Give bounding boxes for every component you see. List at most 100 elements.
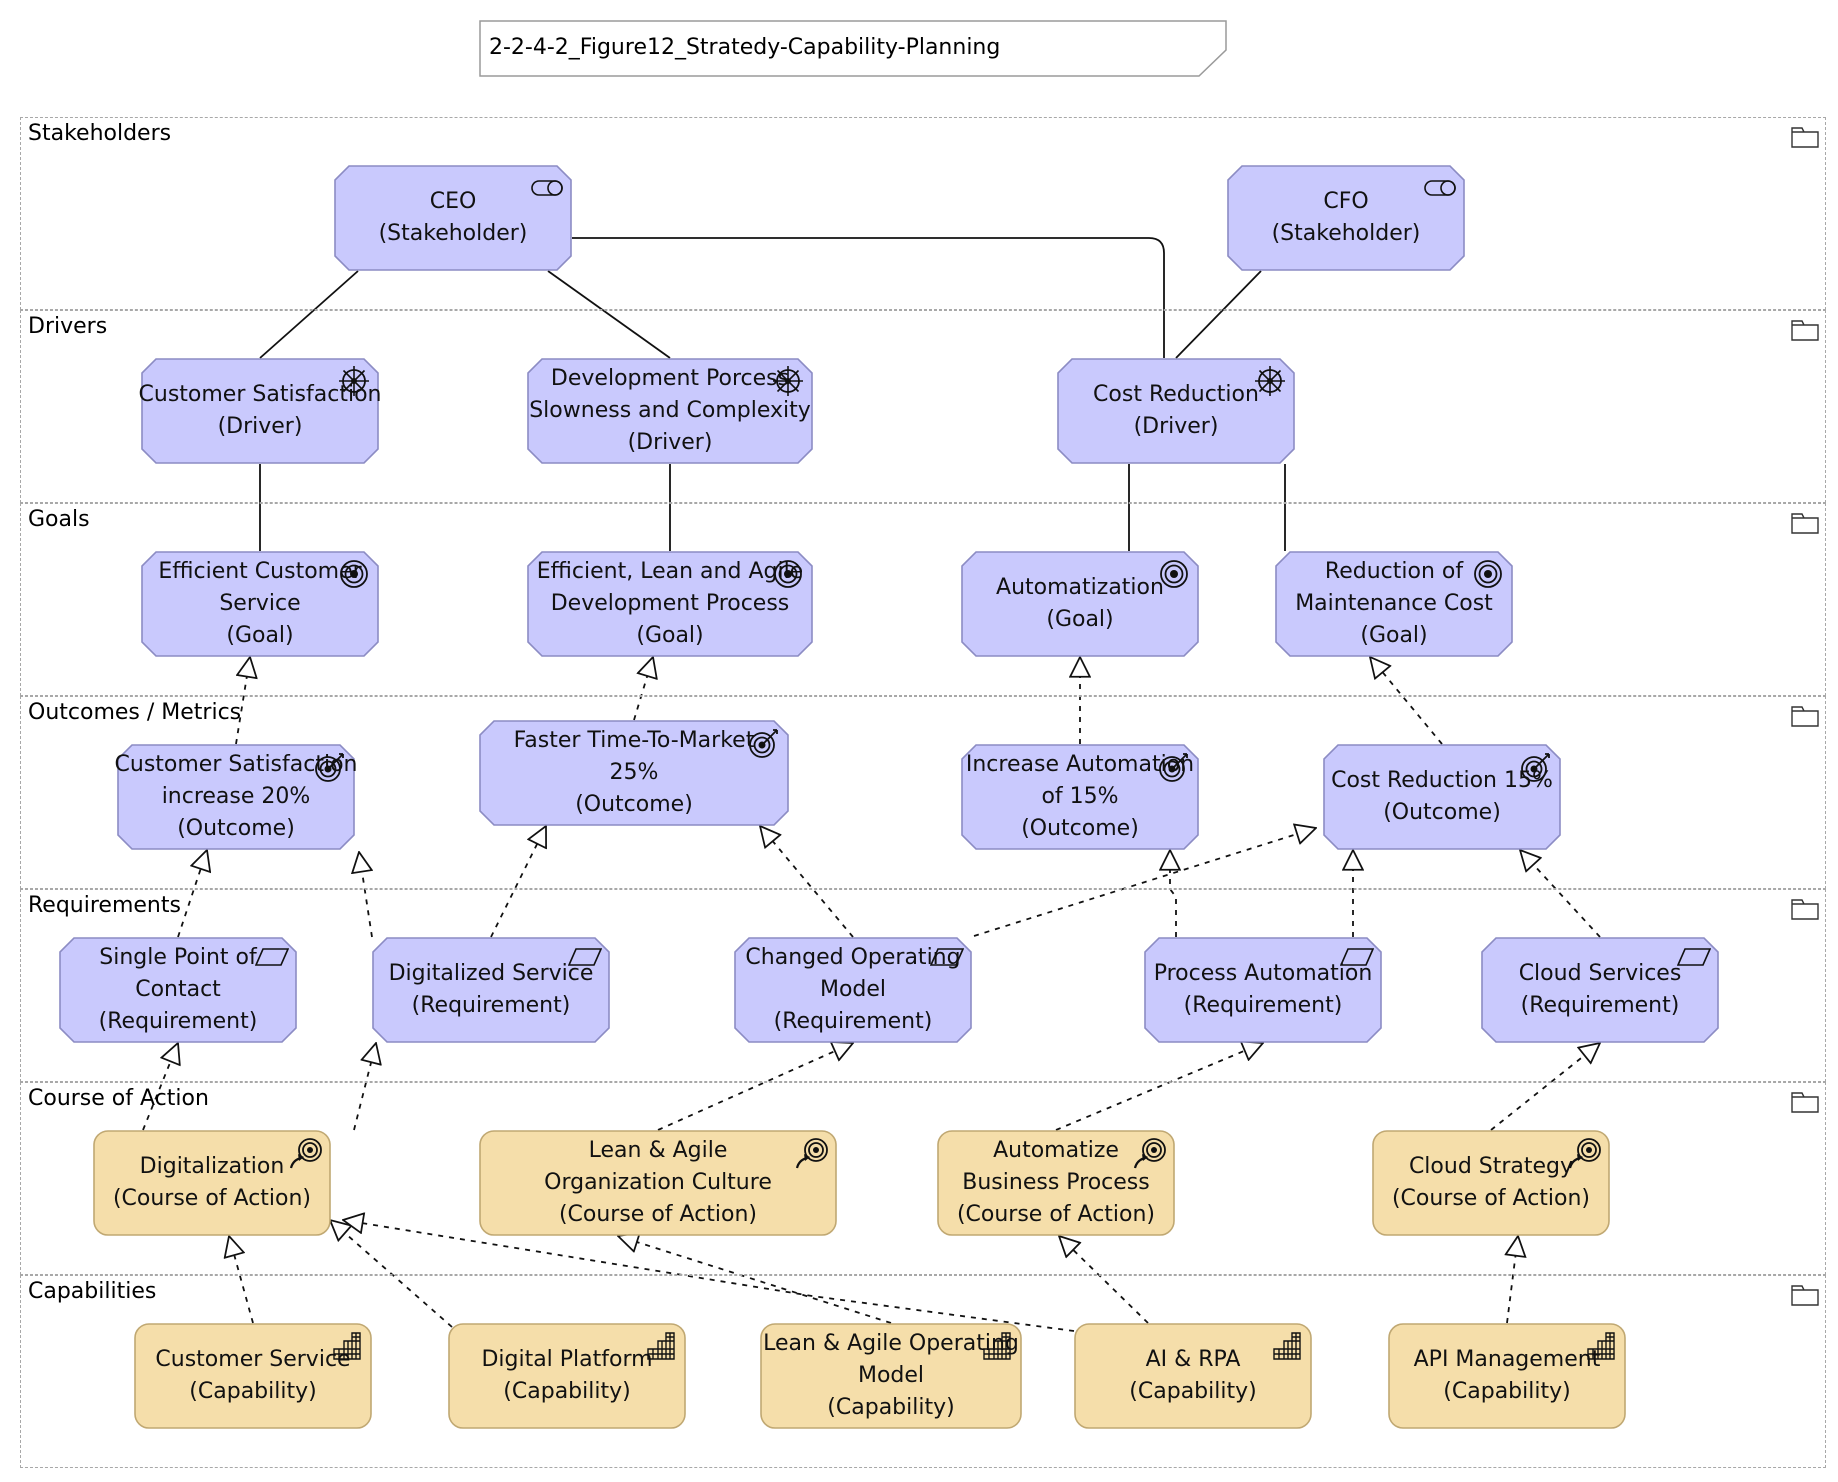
element-cap-api[interactable]: API Management(Capability) bbox=[1388, 1323, 1626, 1429]
element-shape bbox=[479, 720, 789, 826]
association-connector[interactable] bbox=[572, 237, 1165, 358]
course-of-action-icon bbox=[1568, 1138, 1601, 1169]
realization-connector[interactable] bbox=[1170, 850, 1176, 937]
goal-icon bbox=[774, 560, 802, 588]
element-req-cloud[interactable]: Cloud Services(Requirement) bbox=[1481, 937, 1719, 1043]
element-label-line: Lean & Agile bbox=[588, 1138, 728, 1163]
lane-goals[interactable]: Goals bbox=[20, 503, 1826, 696]
realization-connector[interactable] bbox=[760, 826, 854, 938]
element-label-line: Customer Service bbox=[155, 1347, 351, 1372]
element-label-line: Single Point of bbox=[99, 945, 257, 970]
element-shape bbox=[1144, 937, 1382, 1043]
course-of-action-icon bbox=[289, 1138, 322, 1169]
element-out-cost[interactable]: Cost Reduction 15%(Outcome) bbox=[1323, 744, 1561, 850]
element-coa-cloud[interactable]: Cloud Strategy(Course of Action) bbox=[1372, 1130, 1610, 1236]
element-label-line: (Goal) bbox=[1360, 623, 1428, 648]
element-label: Cloud Services(Requirement) bbox=[1485, 937, 1715, 1043]
capability-icon bbox=[647, 1332, 675, 1360]
outcome-icon bbox=[315, 753, 344, 782]
realization-connector[interactable] bbox=[1507, 1236, 1518, 1324]
realization-connector[interactable] bbox=[353, 1043, 376, 1131]
stakeholder-icon bbox=[531, 180, 563, 196]
outcome-icon bbox=[1159, 753, 1188, 782]
stakeholder-icon bbox=[1424, 180, 1456, 196]
element-label-line: Changed Operating bbox=[745, 945, 961, 970]
element-label-line: CEO bbox=[429, 189, 477, 214]
association-connector[interactable] bbox=[1175, 270, 1262, 359]
element-label-line: Digitalization bbox=[139, 1154, 285, 1179]
element-label: Digitalized Service(Requirement) bbox=[376, 937, 606, 1043]
realization-connector[interactable] bbox=[1520, 850, 1601, 938]
element-shape bbox=[1275, 551, 1513, 657]
realization-connector[interactable] bbox=[490, 826, 546, 938]
diagram-title-box[interactable]: 2-2-4-2_Figure12_Stratedy-Capability-Pla… bbox=[479, 20, 1227, 77]
realization-connector[interactable] bbox=[235, 657, 250, 745]
grouping-folder-icon bbox=[1791, 127, 1819, 148]
element-cap-ai[interactable]: AI & RPA(Capability) bbox=[1074, 1323, 1312, 1429]
element-label-line: Slowness and Complexity bbox=[529, 398, 811, 423]
association-connector[interactable] bbox=[259, 270, 359, 359]
element-label: Automatization(Goal) bbox=[965, 551, 1195, 657]
realization-connector[interactable] bbox=[618, 1236, 892, 1324]
grouping-folder-icon bbox=[1791, 1285, 1819, 1306]
lane-drivers[interactable]: Drivers bbox=[20, 310, 1826, 503]
realization-connector[interactable] bbox=[330, 1220, 453, 1328]
element-ceo[interactable]: CEO(Stakeholder) bbox=[334, 165, 572, 271]
realization-connector[interactable] bbox=[1370, 657, 1443, 745]
element-cfo[interactable]: CFO(Stakeholder) bbox=[1227, 165, 1465, 271]
element-label-line: Efficient, Lean and Agile bbox=[536, 559, 804, 584]
element-label-line: Development Process bbox=[550, 591, 790, 616]
element-label-line: (Capability) bbox=[503, 1379, 631, 1404]
lane-label: Requirements bbox=[28, 893, 181, 918]
realization-connector[interactable] bbox=[973, 828, 1316, 937]
realization-connector[interactable] bbox=[177, 850, 207, 938]
element-drv-cost[interactable]: Cost Reduction(Driver) bbox=[1057, 358, 1295, 464]
realization-connector[interactable] bbox=[343, 1220, 1075, 1332]
realization-connector[interactable] bbox=[142, 1043, 178, 1131]
realization-connector[interactable] bbox=[359, 852, 372, 938]
lane-capabilities[interactable]: Capabilities bbox=[20, 1275, 1826, 1468]
realization-connector[interactable] bbox=[1059, 1236, 1149, 1324]
element-label-line: Reduction of bbox=[1324, 559, 1464, 584]
element-drv-cs[interactable]: Customer Satisfaction(Driver) bbox=[139, 358, 382, 464]
element-cap-cs[interactable]: Customer Service(Capability) bbox=[134, 1323, 372, 1429]
element-label-line: (Capability) bbox=[1129, 1379, 1257, 1404]
realization-connector[interactable] bbox=[1055, 1043, 1263, 1131]
association-connector[interactable] bbox=[547, 270, 671, 359]
element-label-line: (Driver) bbox=[217, 414, 303, 439]
realization-connector[interactable] bbox=[229, 1236, 254, 1324]
element-req-pa[interactable]: Process Automation(Requirement) bbox=[1144, 937, 1382, 1043]
lane-stakeholders[interactable]: Stakeholders bbox=[20, 117, 1826, 310]
element-label: Customer Satisfaction(Driver) bbox=[139, 358, 382, 464]
lane-course-of-action[interactable]: Course of Action bbox=[20, 1082, 1826, 1275]
lane-requirements[interactable]: Requirements bbox=[20, 889, 1826, 1082]
element-label-line: Increase Automation bbox=[965, 752, 1195, 777]
element-goal-auto[interactable]: Automatization(Goal) bbox=[961, 551, 1199, 657]
realization-connector[interactable] bbox=[1490, 1043, 1600, 1131]
requirement-icon bbox=[1677, 948, 1711, 966]
element-label-line: (Stakeholder) bbox=[1271, 221, 1421, 246]
element-shape bbox=[527, 358, 813, 464]
lane-outcomes[interactable]: Outcomes / Metrics bbox=[20, 696, 1826, 889]
element-coa-dig[interactable]: Digitalization(Course of Action) bbox=[93, 1130, 331, 1236]
realization-connector[interactable] bbox=[657, 1043, 853, 1131]
element-shape bbox=[372, 937, 610, 1043]
element-label-line: (Course of Action) bbox=[956, 1202, 1156, 1227]
element-req-dig[interactable]: Digitalized Service(Requirement) bbox=[372, 937, 610, 1043]
element-cap-dp[interactable]: Digital Platform(Capability) bbox=[448, 1323, 686, 1429]
element-shape bbox=[59, 937, 297, 1043]
